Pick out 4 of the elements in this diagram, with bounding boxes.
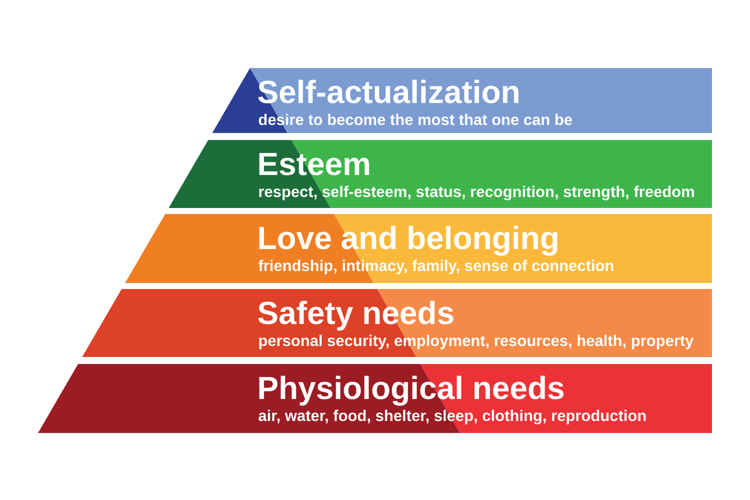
pyramid-tier: Esteem respect, self-esteem, status, recognition, strength, freedom [168, 140, 712, 208]
pyramid-tier: Love and belonging friendship, intimacy, family, sense of connection [125, 214, 712, 283]
pyramid-tier: Physiological needs air, water, food, shelter, sleep, clothing, reproduction [38, 364, 712, 433]
pyramid-tier: Safety needs personal security, employment, resources, health, property [82, 288, 712, 357]
